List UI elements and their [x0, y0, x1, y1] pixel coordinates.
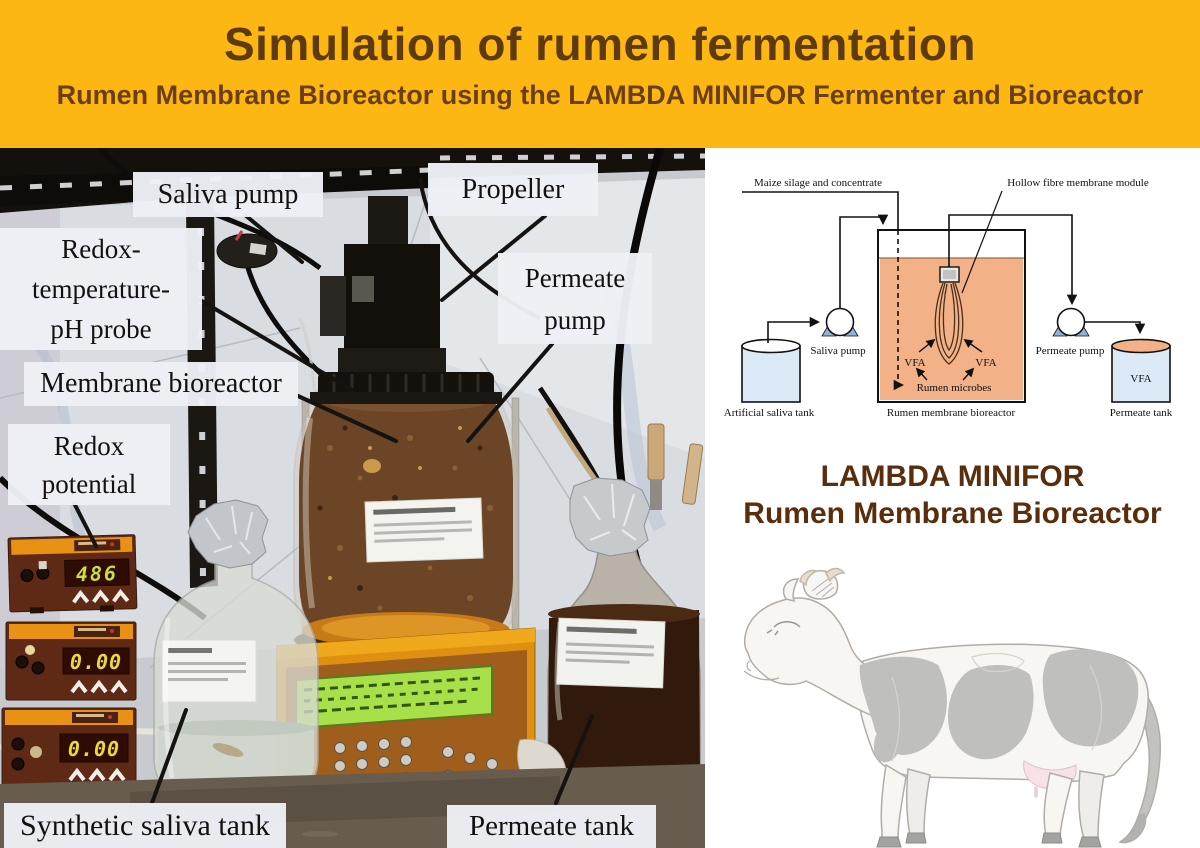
- photo-label-propeller: Propeller: [428, 163, 598, 216]
- ph-redox-probe: [647, 423, 704, 510]
- bioreactor-vessel: [293, 372, 519, 656]
- label-text: temperature-: [32, 274, 170, 304]
- caption-line1: LAMBDA MINIFOR: [820, 460, 1085, 493]
- cow-patches: [859, 649, 1139, 763]
- diagram-vfa-tank: VFA: [1130, 373, 1151, 385]
- label-text: Saliva pump: [157, 178, 299, 210]
- caption-line2: Rumen Membrane Bioreactor: [743, 497, 1162, 530]
- diagram-rumen-microbes: Rumen microbes: [917, 382, 992, 394]
- artificial-saliva-tank: [741, 338, 801, 403]
- cow-hooves: [876, 832, 1102, 848]
- right-panel: Maize silage and concentrate Saliva pump…: [705, 148, 1200, 848]
- diagram-saliva-pump-label: Saliva pump: [810, 345, 866, 357]
- label-pointer-lines: [72, 213, 594, 805]
- diagram-saliva-pump: [821, 307, 859, 337]
- page-title: Simulation of rumen fermentation: [223, 18, 977, 70]
- label-text: Synthetic saliva tank: [20, 808, 270, 842]
- label-text: pH probe: [50, 314, 152, 344]
- photo-label-redox-potential: Redox potential: [8, 424, 170, 505]
- saliva-bottle: [153, 499, 319, 799]
- label-text: Propeller: [461, 173, 565, 205]
- foil-cap: [569, 477, 651, 557]
- membrane-fibre-loop: [934, 282, 964, 365]
- photo-label-synthetic-saliva-tank: Synthetic saliva tank: [4, 803, 286, 848]
- label-text: Redox-: [61, 234, 141, 264]
- diagram-permeate-tank: [1111, 338, 1171, 403]
- ceiling-pump: [216, 230, 278, 269]
- permeate-bottle-label: [556, 617, 666, 689]
- vessel-label: [364, 497, 484, 563]
- photo-label-permeate-tank: Permeate tank: [447, 805, 656, 848]
- diagram-permeate-pump-label: Permeate pump: [1036, 345, 1105, 357]
- diagram-permeate-tank-label: Permeate tank: [1110, 407, 1173, 419]
- reactor-wall: [877, 229, 1026, 403]
- label-text: Permeate: [524, 262, 626, 293]
- controller-1-display: 486: [76, 561, 119, 586]
- photo-label-membrane-bioreactor: Membrane bioreactor: [24, 362, 298, 406]
- label-text: Membrane bioreactor: [40, 368, 282, 399]
- lab-photo-art: 486 0.00: [0, 148, 705, 848]
- label-text: pump: [544, 304, 606, 335]
- caption: LAMBDA MINIFOR Rumen Membrane Bioreactor: [705, 458, 1200, 532]
- saliva-bottle-label: [161, 639, 257, 703]
- controller-3-display: 0.00: [68, 737, 120, 761]
- diagram-bioreactor-label: Rumen membrane bioreactor: [887, 407, 1016, 419]
- controller-1: 486: [7, 534, 138, 614]
- banner: Simulation of rumen fermentation Rumen M…: [0, 0, 1200, 148]
- label-text: potential: [41, 468, 137, 499]
- diagram-feed-label: Maize silage and concentrate: [754, 177, 882, 189]
- cow-illustration: [743, 567, 1161, 848]
- controller-stack: 486 0.00: [1, 534, 138, 789]
- photo-label-permeate-pump: Permeate pump: [498, 253, 652, 344]
- photo-label-redox-temperature-ph-probe: Redox- temperature- pH probe: [0, 228, 202, 350]
- diagram-permeate-pump: [1052, 307, 1090, 337]
- permeate-bottle: [547, 477, 701, 813]
- controller-3: 0.00: [1, 707, 137, 789]
- page-subtitle: Rumen Membrane Bioreactor using the LAMB…: [56, 80, 1144, 110]
- diagram-saliva-tank-label: Artificial saliva tank: [724, 407, 815, 419]
- controller-2-display: 0.00: [70, 650, 122, 674]
- photo-label-saliva-pump: Saliva pump: [133, 172, 323, 217]
- process-flow-diagram: Maize silage and concentrate Saliva pump…: [724, 177, 1173, 419]
- controller-2: 0.00: [5, 621, 137, 701]
- label-text: Redox: [53, 430, 125, 461]
- diagram-module-label: Hollow fibre membrane module: [1007, 177, 1149, 189]
- label-text: Permeate tank: [468, 810, 635, 842]
- lab-photo: 486 0.00: [0, 148, 705, 848]
- diagram-vfa-right: VFA: [975, 357, 996, 369]
- diagram-vfa-left: VFA: [904, 357, 925, 369]
